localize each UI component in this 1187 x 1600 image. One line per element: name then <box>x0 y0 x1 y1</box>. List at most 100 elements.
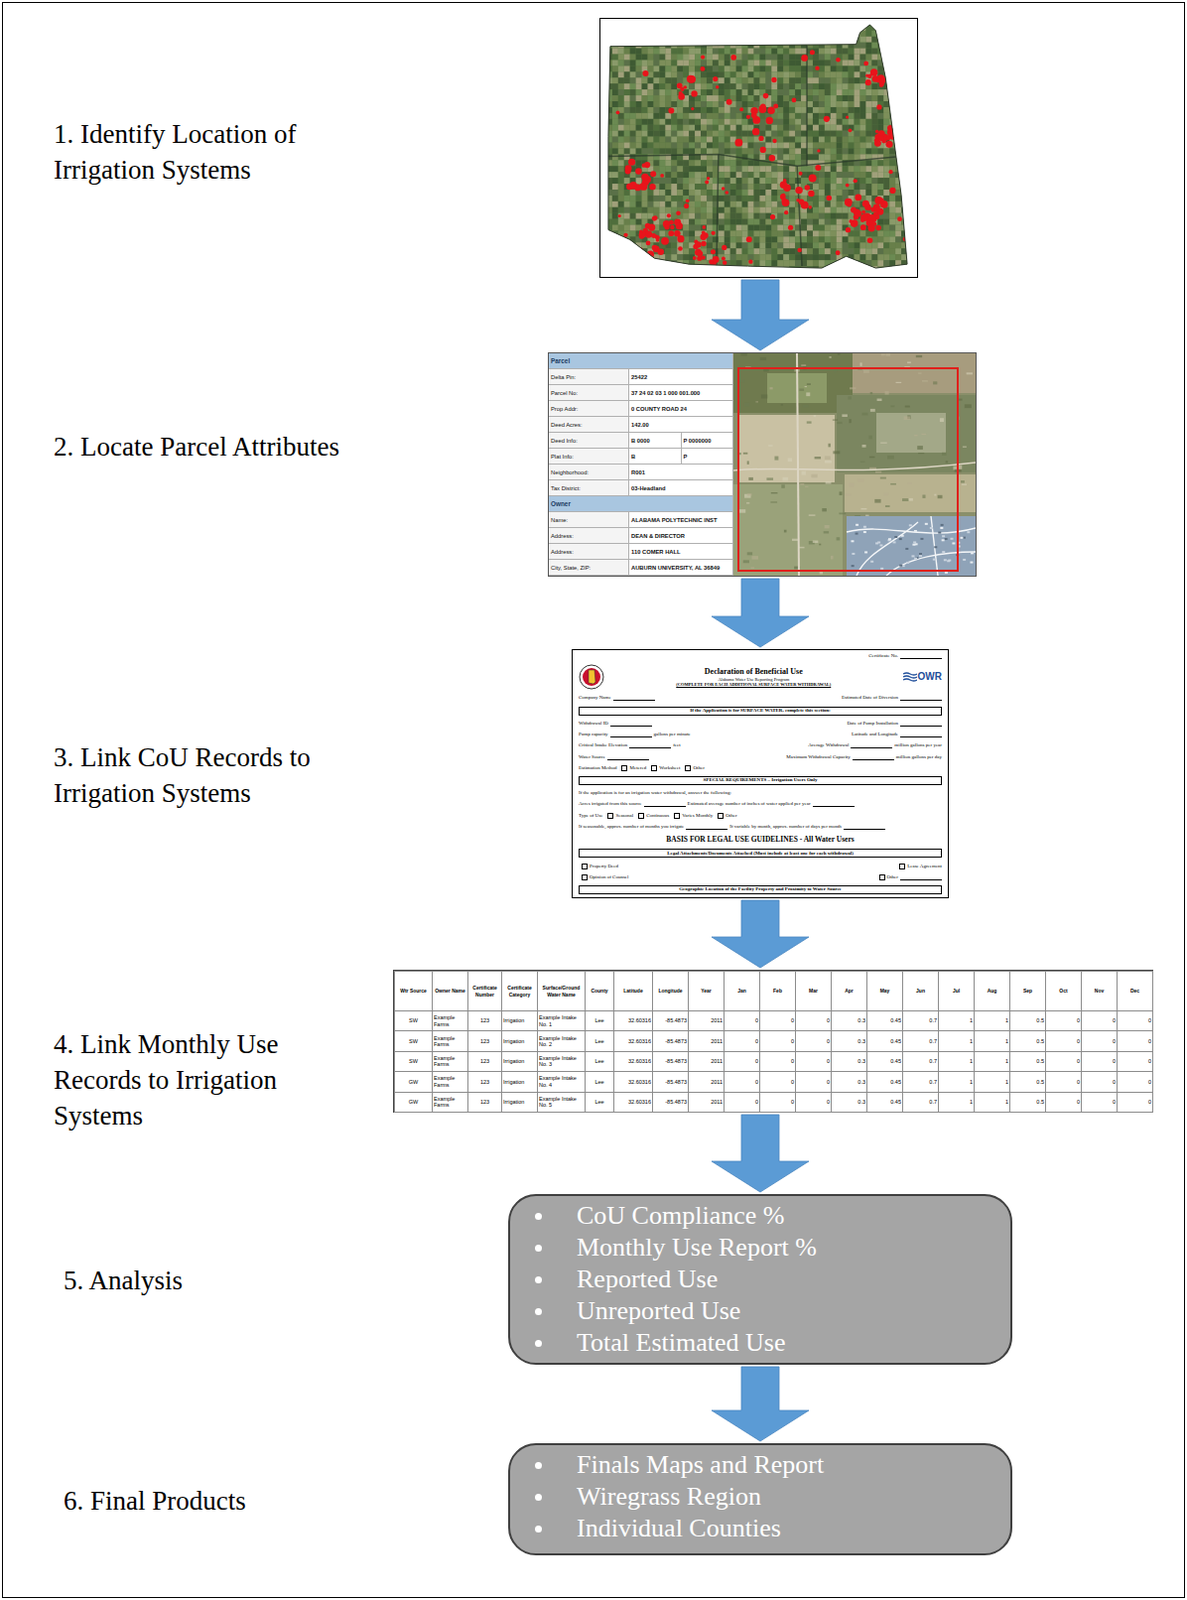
terrain-patch <box>836 119 843 126</box>
terrain-patch <box>606 131 613 137</box>
terrain-patch <box>901 42 908 49</box>
terrain-patch <box>765 71 772 78</box>
terrain-patch <box>871 113 878 120</box>
terrain-patch <box>895 131 902 137</box>
terrain-patch <box>642 36 649 43</box>
terrain-patch <box>724 131 731 137</box>
terrain-patch <box>789 107 795 114</box>
terrain-patch <box>736 219 743 226</box>
terrain-patch <box>706 83 713 90</box>
terrain-patch <box>636 95 643 102</box>
terrain-patch <box>830 107 837 114</box>
terrain-patch <box>754 48 761 55</box>
terrain-patch <box>860 48 867 55</box>
terrain-patch <box>889 119 896 126</box>
terrain-patch <box>913 54 917 61</box>
terrain-patch <box>854 83 861 90</box>
terrain-patch <box>606 42 613 49</box>
terrain-patch <box>883 18 890 25</box>
terrain-patch <box>836 113 843 120</box>
terrain-patch <box>836 125 843 132</box>
terrain-patch <box>742 147 749 154</box>
terrain-patch <box>789 231 795 238</box>
terrain-patch <box>688 18 695 25</box>
terrain-patch <box>659 201 665 208</box>
terrain-patch <box>783 147 790 154</box>
terrain-patch <box>670 201 677 208</box>
terrain-patch <box>907 213 914 220</box>
terrain-patch <box>754 219 761 226</box>
terrain-patch <box>730 183 737 190</box>
terrain-patch <box>606 153 613 160</box>
terrain-patch <box>682 219 689 226</box>
terrain-patch <box>730 195 737 202</box>
terrain-patch <box>765 24 772 31</box>
terrain-patch <box>630 77 637 84</box>
terrain-patch <box>848 30 855 37</box>
terrain-patch <box>883 207 890 214</box>
terrain-patch <box>636 30 643 37</box>
terrain-patch <box>618 213 625 220</box>
terrain-patch <box>789 219 795 226</box>
terrain-patch <box>612 30 619 37</box>
terrain-patch <box>754 60 761 67</box>
terrain-patch <box>830 165 837 172</box>
terrain-patch <box>830 142 837 149</box>
terrain-patch <box>618 159 625 166</box>
terrain-patch <box>630 142 637 149</box>
terrain-patch <box>618 71 625 78</box>
terrain-patch <box>670 207 677 214</box>
terrain-patch <box>748 48 755 55</box>
terrain-patch <box>676 147 683 154</box>
terrain-patch <box>682 125 689 132</box>
terrain-patch <box>700 225 707 232</box>
terrain-patch <box>913 225 917 232</box>
terrain-patch <box>848 101 855 108</box>
terrain-patch <box>606 54 613 61</box>
terrain-patch <box>907 219 914 226</box>
terrain-patch <box>794 36 801 43</box>
terrain-patch <box>771 54 778 61</box>
terrain-patch <box>653 189 660 196</box>
terrain-patch <box>907 89 914 96</box>
terrain-patch <box>907 48 914 55</box>
terrain-patch <box>688 142 695 149</box>
terrain-patch <box>848 42 855 49</box>
terrain-patch <box>694 77 701 84</box>
terrain-patch <box>730 30 737 37</box>
terrain-patch <box>642 77 649 84</box>
terrain-patch <box>771 201 778 208</box>
terrain-patch <box>676 101 683 108</box>
terrain-patch <box>759 207 766 214</box>
terrain-patch <box>730 231 737 238</box>
terrain-patch <box>670 189 677 196</box>
terrain-patch <box>777 24 784 31</box>
terrain-patch <box>712 153 719 160</box>
terrain-patch <box>612 201 619 208</box>
terrain-patch <box>800 165 807 172</box>
terrain-patch <box>754 177 761 184</box>
terrain-patch <box>676 183 683 190</box>
terrain-patch <box>800 153 807 160</box>
terrain-patch <box>648 207 655 214</box>
terrain-patch <box>642 18 649 25</box>
terrain-patch <box>648 42 655 49</box>
terrain-patch <box>800 125 807 132</box>
terrain-patch <box>700 65 707 72</box>
terrain-patch <box>612 171 619 178</box>
terrain-patch <box>842 125 849 132</box>
terrain-patch <box>624 131 631 137</box>
terrain-patch <box>718 201 725 208</box>
terrain-patch <box>653 125 660 132</box>
terrain-patch <box>612 213 619 220</box>
terrain-patch <box>630 113 637 120</box>
terrain-patch <box>682 131 689 137</box>
terrain-patch <box>854 201 861 208</box>
terrain-patch <box>664 42 671 49</box>
terrain-patch <box>842 165 849 172</box>
terrain-patch <box>630 171 637 178</box>
terrain-patch <box>630 60 637 67</box>
terrain-patch <box>871 183 878 190</box>
terrain-patch <box>901 30 908 37</box>
terrain-patch <box>659 54 665 61</box>
